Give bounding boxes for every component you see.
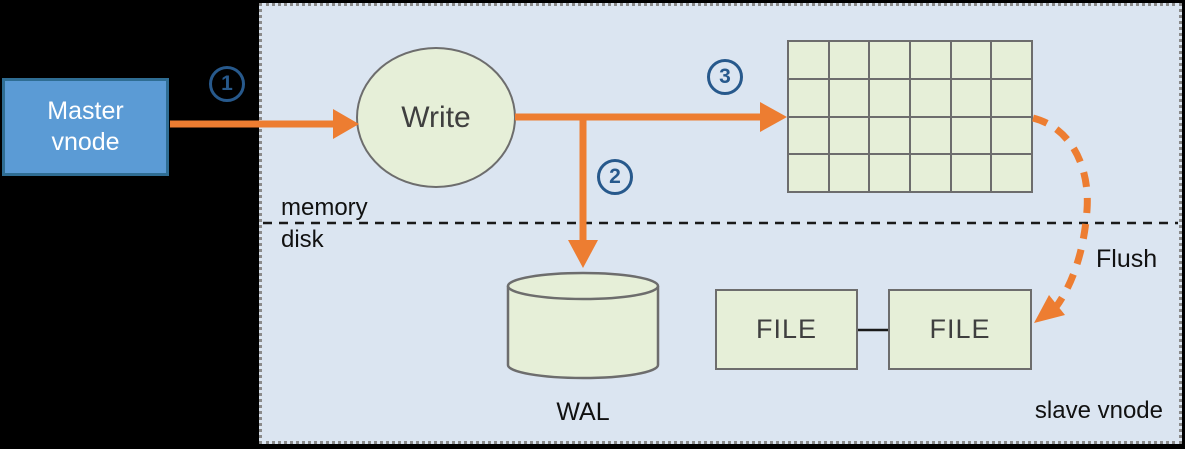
memory-grid-cell xyxy=(870,79,909,116)
memory-grid-cell xyxy=(789,79,828,116)
memory-grid-cell xyxy=(870,155,909,191)
memory-grid-cell xyxy=(911,79,950,116)
memory-grid-cell xyxy=(829,155,869,191)
file-box-2: FILE xyxy=(888,289,1032,370)
memory-label: memory xyxy=(281,194,368,221)
memory-grid-cell xyxy=(789,155,828,191)
master-vnode-box: Master vnode xyxy=(2,78,169,176)
memory-grid-cell xyxy=(911,117,950,154)
memory-grid-cell xyxy=(951,42,991,78)
memory-grid xyxy=(787,40,1033,193)
step-2-badge: 2 xyxy=(597,159,633,195)
step-3-badge: 3 xyxy=(707,59,743,95)
memory-grid-cell xyxy=(829,79,869,116)
step-1-number: 1 xyxy=(221,72,233,95)
master-vnode-label-line2: vnode xyxy=(51,128,120,156)
memory-grid-cell xyxy=(870,42,909,78)
file-box-1-label: FILE xyxy=(755,314,818,344)
memory-grid-cell xyxy=(992,79,1031,116)
memory-grid-cell xyxy=(992,117,1031,154)
memory-grid-cell xyxy=(789,117,828,154)
memory-grid-cell xyxy=(951,117,991,154)
write-node: Write xyxy=(356,47,516,188)
memory-grid-cell xyxy=(911,42,950,78)
file-box-2-label: FILE xyxy=(929,314,991,344)
disk-label: disk xyxy=(281,226,324,253)
memory-grid-cell xyxy=(829,117,869,154)
flush-label: Flush xyxy=(1096,245,1158,273)
step-2-number: 2 xyxy=(609,165,621,188)
slave-vnode-label: slave vnode xyxy=(1034,397,1163,424)
file-box-1: FILE xyxy=(715,289,858,370)
memory-grid-cell xyxy=(829,42,869,78)
memory-grid-cell xyxy=(911,155,950,191)
memory-grid-cell xyxy=(870,117,909,154)
wal-label: WAL xyxy=(556,398,610,426)
memory-grid-cell xyxy=(951,155,991,191)
memory-grid-cell xyxy=(951,79,991,116)
memory-grid-cell xyxy=(992,42,1031,78)
memory-grid-cell xyxy=(992,155,1031,191)
step-1-badge: 1 xyxy=(209,66,245,102)
step-3-number: 3 xyxy=(719,65,731,88)
master-vnode-label-line1: Master xyxy=(47,96,124,125)
memory-grid-cell xyxy=(789,42,828,78)
write-node-label: Write xyxy=(401,100,471,134)
